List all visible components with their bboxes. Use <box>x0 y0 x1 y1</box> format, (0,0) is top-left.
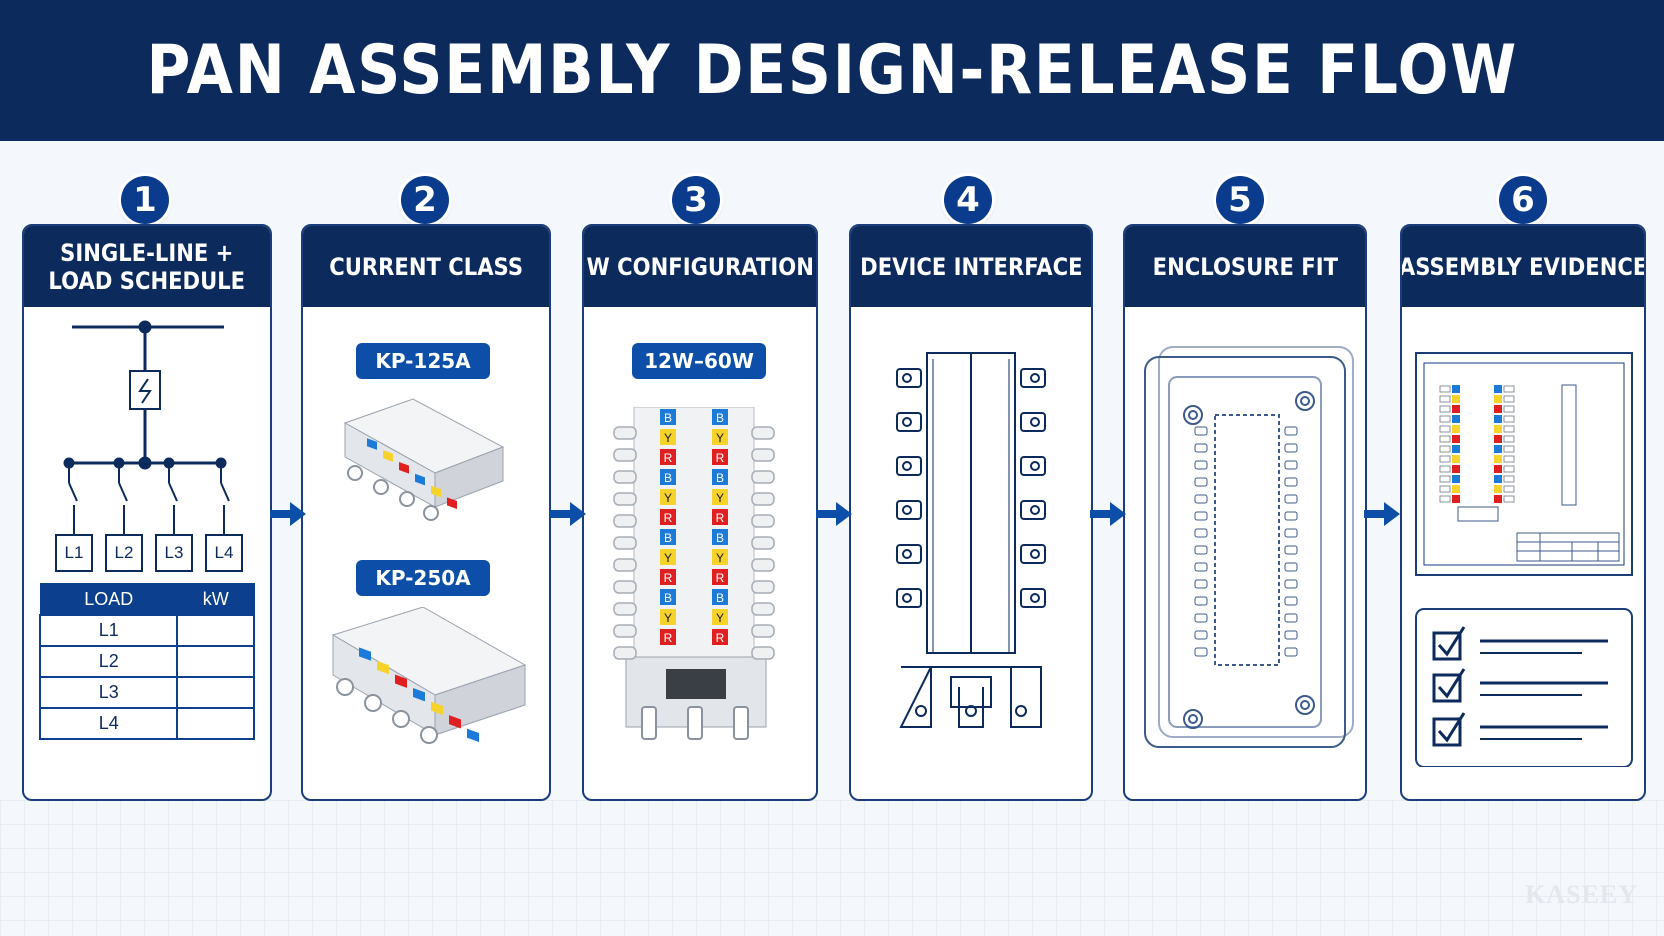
class-label-250a: KP-250A <box>356 560 490 596</box>
load-label-l2: L2 <box>114 543 134 562</box>
load-label-l1: L1 <box>64 543 84 562</box>
title-bar: PAN ASSEMBLY DESIGN-RELEASE FLOW <box>0 0 1664 141</box>
panel-title: DEVICE INTERFACE <box>859 252 1083 281</box>
step-number-4: 4 <box>944 176 992 224</box>
table-header-kw: kW <box>176 583 255 616</box>
step-number-6: 6 <box>1499 176 1547 224</box>
step-panel-enclosure-fit: ENCLOSURE FIT <box>1123 224 1367 801</box>
panel-header: SINGLE-LINE + LOAD SCHEDULE <box>24 226 270 307</box>
svg-text:Y: Y <box>716 431 724 445</box>
load-label-l4: L4 <box>214 543 234 562</box>
step-number-2: 2 <box>401 176 449 224</box>
breaker-module-image <box>343 398 505 521</box>
table-row: L3 <box>38 676 255 709</box>
arrow-right-icon <box>816 502 852 526</box>
table-cell: L3 <box>38 676 179 709</box>
step-number-5: 5 <box>1216 176 1264 224</box>
svg-text:Y: Y <box>664 491 672 505</box>
svg-text:B: B <box>716 591 724 605</box>
svg-text:Y: Y <box>716 491 724 505</box>
svg-text:Y: Y <box>716 551 724 565</box>
svg-text:B: B <box>716 471 724 485</box>
svg-text:R: R <box>664 571 673 585</box>
checkbox-checked-icon <box>1432 626 1608 747</box>
panel-title: CURRENT CLASS <box>329 252 523 281</box>
table-row: L1 <box>38 614 255 647</box>
panel-title-line-1: SINGLE-LINE + <box>60 238 234 267</box>
assembly-drawing-sheet <box>1415 352 1633 767</box>
panel-title: W CONFIGURATION <box>586 252 814 281</box>
svg-text:R: R <box>664 511 673 525</box>
table-cell: L2 <box>38 645 179 678</box>
step-panel-assembly-evidence: ASSEMBLY EVIDENCE <box>1400 224 1646 801</box>
svg-text:Y: Y <box>664 611 672 625</box>
svg-text:Y: Y <box>664 431 672 445</box>
panel-header: ENCLOSURE FIT <box>1125 226 1365 307</box>
table-row: L4 <box>38 707 255 740</box>
single-line-diagram <box>55 320 243 572</box>
step-panel-device-interface: DEVICE INTERFACE <box>849 224 1093 801</box>
step-panel-single-line: SINGLE-LINE + LOAD SCHEDULE <box>22 224 272 801</box>
panel-title: ENCLOSURE FIT <box>1152 252 1338 281</box>
panel-header: W CONFIGURATION <box>584 226 816 307</box>
table-cell <box>176 614 255 647</box>
watermark-logo: KASEEY <box>1525 880 1638 909</box>
svg-text:B: B <box>716 411 724 425</box>
panel-title: ASSEMBLY EVIDENCE <box>1400 252 1646 281</box>
panel-header: CURRENT CLASS <box>303 226 549 307</box>
svg-text:B: B <box>664 591 672 605</box>
arrow-right-icon <box>1090 502 1126 526</box>
svg-text:R: R <box>664 451 673 465</box>
table-cell <box>176 707 255 740</box>
table-cell <box>176 645 255 678</box>
svg-text:Y: Y <box>664 551 672 565</box>
table-cell <box>176 676 255 709</box>
svg-text:R: R <box>716 571 725 585</box>
table-header-load: LOAD <box>39 583 178 616</box>
step-number-1: 1 <box>121 176 169 224</box>
step-panel-current-class: CURRENT CLASS KP-125A KP-250A <box>301 224 551 801</box>
enclosure-drawing <box>1144 346 1354 748</box>
page-title: PAN ASSEMBLY DESIGN-RELEASE FLOW <box>146 31 1518 110</box>
arrow-right-icon <box>550 502 586 526</box>
w-range-label: 12W–60W <box>632 343 766 379</box>
table-cell: L4 <box>38 707 179 740</box>
svg-text:Y: Y <box>716 611 724 625</box>
panel-header: DEVICE INTERFACE <box>851 226 1091 307</box>
panel-title-line-2: LOAD SCHEDULE <box>48 266 246 295</box>
svg-text:B: B <box>664 531 672 545</box>
arrow-right-icon <box>270 502 306 526</box>
svg-text:R: R <box>716 631 725 645</box>
background-grid <box>0 800 1664 936</box>
svg-text:R: R <box>716 511 725 525</box>
load-label-l3: L3 <box>164 543 184 562</box>
device-interface-drawing <box>896 352 1046 728</box>
class-label-125a: KP-125A <box>356 343 490 379</box>
table-cell: L1 <box>38 614 179 647</box>
svg-text:B: B <box>716 531 724 545</box>
breaker-module-image-large <box>331 607 527 744</box>
svg-text:R: R <box>664 631 673 645</box>
arrow-right-icon <box>1364 502 1400 526</box>
svg-text:B: B <box>664 411 672 425</box>
panel-header: ASSEMBLY EVIDENCE <box>1402 226 1644 307</box>
table-row: L2 <box>38 645 255 678</box>
svg-text:R: R <box>716 451 725 465</box>
load-schedule-table: LOAD kW L1 L2 L3 L4 <box>38 583 255 740</box>
step-number-3: 3 <box>672 176 720 224</box>
svg-text:B: B <box>664 471 672 485</box>
